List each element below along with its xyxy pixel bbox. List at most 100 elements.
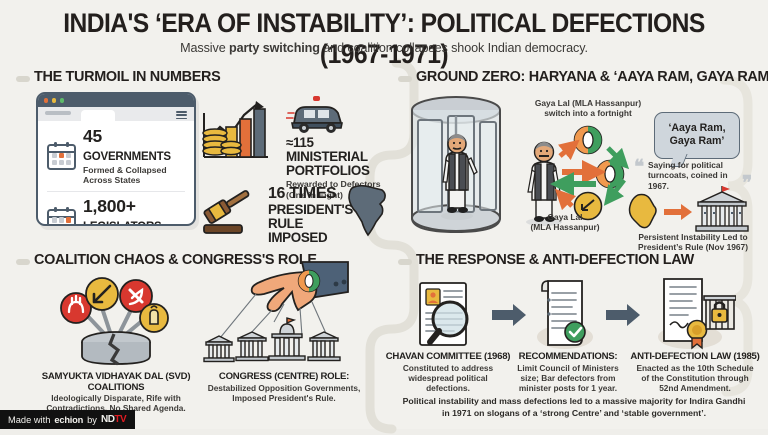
haryana-map-icon (628, 193, 657, 229)
stat-governments-detail: Formed & Collapsed Across States (83, 165, 186, 186)
section-heading-ground-zero: GROUND ZERO: HARYANA & ‘AAYA RAM, GAYA R… (416, 68, 768, 85)
party-switch-cycle-illustration (526, 125, 630, 226)
gavel-icon (203, 190, 250, 234)
step1-line2: widespread political (408, 372, 488, 383)
card-divider (47, 190, 185, 193)
heading-dash-ground-zero (398, 76, 412, 82)
browser-addressbar (45, 111, 71, 115)
pr-line3: RULE IMPOSED (268, 215, 328, 245)
congress-caption: CONGRESS (CENTRE) ROLE: Destabilized Opp… (196, 371, 372, 404)
svd-caption-body: Ideologically Disparate, Rife with Contr… (18, 393, 214, 414)
step1-line3: defections. (426, 382, 470, 393)
switch-cycle-label: Gaya Lal (MLA Hassanpur) switch into a f… (508, 98, 668, 119)
subtitle-bold: party switching (229, 41, 320, 55)
congress-puppeteer-illustration (203, 261, 349, 363)
quote-line1: Saying for political (648, 160, 723, 170)
congress-caption-body: Destabilized Opposition Governments, Imp… (196, 383, 372, 404)
heading-dash-response (398, 259, 412, 265)
portfolios-subtext: Rewarded to Defectors (One in Eight) (286, 179, 384, 200)
svd-body2: Contradictions. No Shared Agenda. (46, 403, 186, 414)
subtitle-text-b: and coalition collapses shook Indian dem… (319, 41, 588, 55)
congress-caption-title: CONGRESS (CENTRE) ROLE: (218, 371, 350, 382)
aaya-ram-speech-bubble: ‘Aaya Ram, Gaya Ram’ (654, 112, 740, 159)
ministerial-portfolios-figure: ≈115 MINISTERIAL PORTFOLIOS Rewarded to … (286, 136, 384, 201)
browser-titlebar (38, 94, 194, 107)
footer-publisher-logo: NDTV (100, 414, 127, 425)
step1-body: Constituted to address widespread politi… (384, 362, 512, 394)
bubble-line2: Gaya Ram’ (669, 134, 725, 147)
presidents-rule-caption: Persistent Instability Led to President’… (620, 232, 766, 253)
congress-body2: Imposed President's Rule. (232, 392, 336, 403)
bubble-line1: ‘Aaya Ram, (668, 122, 726, 134)
browser-tabrow (38, 107, 194, 121)
decor-right-curve (719, 75, 753, 397)
step3-body: Enacted as the 10th Schedule of the Cons… (628, 363, 762, 394)
stat-legislators-number: 1,800+ LEGISLATORS (83, 196, 186, 224)
section-heading-response: THE RESPONSE & ANTI-DEFECTION LAW (416, 251, 694, 268)
switch-line2: switch into a fortnight (544, 108, 632, 119)
stat-legislators-value: 1,800+ (83, 196, 136, 217)
calendar-icon (47, 207, 76, 224)
switch-label-text: Gaya Lal (MLA Hassanpur) switch into a f… (508, 98, 668, 119)
turmoil-browser-card: 45 GOVERNMENTS Formed & Collapsed Across… (36, 92, 196, 226)
response-step-1-caption: CHAVAN COMMITTEE (1968) Constituted to a… (384, 351, 512, 394)
portfolios-sub2: (One in Eight) (286, 189, 343, 200)
svd-body1: Ideologically Disparate, Rife with (51, 393, 181, 404)
footer-by: by (87, 414, 97, 425)
coins-growth-chart-icon (202, 101, 268, 158)
window-close-dot (44, 98, 49, 103)
step1-title: CHAVAN COMMITTEE (1968) (385, 351, 511, 362)
government-building-icon (695, 186, 749, 232)
step3-title: ANTI-DEFECTION LAW (1985) (630, 351, 760, 362)
step2-title: RECOMMENDATIONS: (518, 351, 618, 362)
stat-governments-number: 45 GOVERNMENTS (83, 126, 186, 163)
page-subtitle: Massive party switching and coalition co… (0, 41, 768, 55)
quote-close-icon: ❞ (742, 173, 752, 194)
stat-row-governments: 45 GOVERNMENTS Formed & Collapsed Across… (38, 121, 194, 190)
svd-title2: COALITIONS (87, 381, 145, 393)
conclusion-line2: in 1971 on slogans of a ‘strong Centre’ … (441, 407, 707, 418)
footer-credit-badge: Made with echion by NDTV (0, 410, 136, 429)
footer-tool-name: echion (54, 414, 84, 425)
pr-line1: 16 TIMES (268, 185, 337, 202)
hamburger-menu-icon[interactable] (176, 111, 187, 120)
stat-governments-unit: GOVERNMENTS (83, 150, 171, 163)
step3-line2: of the Constitution through (641, 372, 749, 383)
stat-gov-line1: Formed & Collapsed (83, 165, 167, 175)
document-seal-lock-icon (658, 278, 736, 350)
step1-line1: Constituted to address (402, 362, 494, 373)
document-check-icon (537, 280, 593, 349)
browser-tab[interactable] (81, 110, 115, 121)
gaya-lal-caption-text: Gaya Lal (MLA Hassanpur) (500, 212, 630, 233)
portfolios-title-line2: PORTFOLIOS (286, 162, 370, 178)
section-heading-turmoil: THE TURMOIL IN NUMBERS (34, 68, 221, 85)
step-arrow-1-icon (492, 304, 526, 326)
response-step-2-caption: RECOMMENDATIONS: Limit Council of Minist… (508, 351, 628, 394)
prule-line1: Persistent Instability Led to (638, 232, 748, 242)
svd-title1: SAMYUKTA VIDHAYAK DAL (SVD) (41, 371, 191, 382)
presidents-rule-caption-text: Persistent Instability Led to President’… (620, 232, 766, 253)
india-map-icon (348, 184, 386, 237)
presidents-rule-title: 16 TIMES PRESIDENT'S RULE IMPOSED (268, 185, 353, 245)
stat-gov-line2: Across States (83, 175, 141, 186)
step-arrow-2-icon (606, 304, 640, 326)
svd-caption: SAMYUKTA VIDHAYAK DAL (SVD) COALITIONS I… (18, 371, 214, 414)
heading-dash-coalition (16, 259, 30, 265)
footer-made-with: Made with (8, 414, 51, 425)
ndtv-nd: ND (100, 414, 115, 425)
stat-row-legislators: 1,800+ LEGISLATORS Defected (38, 193, 194, 224)
gaya-lal-line1: Gaya Lal (547, 212, 583, 222)
step2-line3: minister posts for 1 year. (518, 382, 618, 393)
gaya-lal-line2: (MLA Hassanpur) (530, 222, 600, 233)
document-magnifier-icon (419, 282, 469, 346)
response-step-3-caption: ANTI-DEFECTION LAW (1985) Enacted as the… (628, 351, 762, 394)
stat-governments-value: 45 (83, 126, 103, 146)
svd-caption-title: SAMYUKTA VIDHAYAK DAL (SVD) COALITIONS (18, 371, 214, 393)
aaya-ram-explanation: Saying for political turncoats, coined i… (648, 160, 744, 191)
step2-body: Limit Council of Ministers size; Bar def… (508, 363, 628, 394)
section-heading-coalition: COALITION CHAOS & CONGRESS'S ROLE (34, 251, 317, 268)
page-title: INDIA'S ‘ERA OF INSTABILITY’: POLITICAL … (63, 8, 705, 69)
aaya-ram-explanation-text: Saying for political turncoats, coined i… (648, 160, 744, 191)
calendar-icon (47, 142, 76, 170)
portfolios-title-line1: ≈115 MINISTERIAL (286, 135, 368, 164)
